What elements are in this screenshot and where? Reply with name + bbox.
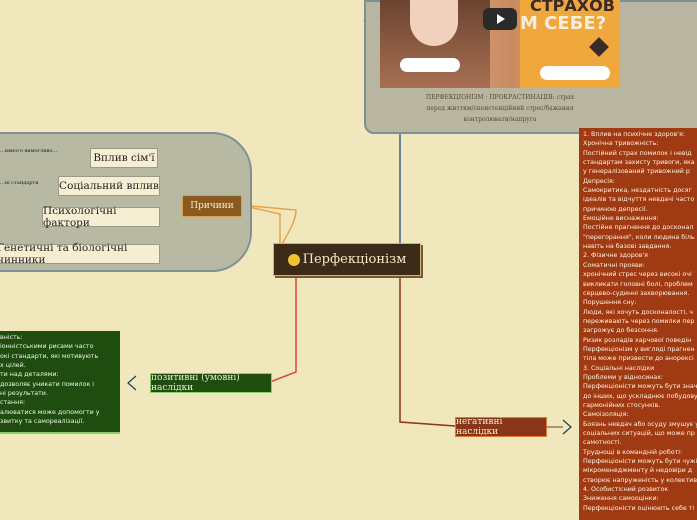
note-line: Постійний страх помилок і невід: [583, 149, 692, 157]
note-line: мікроменеджменту й недовіри д: [583, 467, 693, 475]
note-line: Люди, які хочуть досконалості, ч: [583, 308, 694, 316]
thumbnail-text-bottom: М СЕБЕ?: [520, 13, 607, 34]
note-line: у генералізований тривожний р: [583, 168, 690, 176]
note-line: навіть на базові завдання.: [583, 243, 672, 251]
note-line: створює напруженість у колективі: [583, 476, 697, 484]
note-line: до інших, що ускладнює побудову: [583, 392, 697, 400]
note-line: серцево-судинні захворювання.: [583, 289, 690, 297]
note-line: Перфекціоністи можуть бути значн: [583, 383, 697, 391]
caption-line: ПЕРФЕКЦІОНІЗМ · ПРОКРАСТИНАЦІЯ: страх: [425, 94, 575, 101]
note-line: Самоізоляція:: [583, 411, 629, 419]
note-line: Боязнь невдач або осуду змушує у: [583, 420, 697, 428]
positive-consequences-note: вність: іонністськими рисами часто окі с…: [0, 331, 120, 434]
note-line: 4. Особистісний розвиток: [583, 486, 669, 494]
note-line: Ризик розладів харчової поведін: [583, 336, 692, 344]
note-line: окі стандарти, які мотивують: [0, 352, 99, 360]
note-line: 3. Соціальні наслідки: [583, 364, 655, 372]
note-line: самотності.: [583, 439, 622, 447]
play-button[interactable]: [483, 8, 517, 30]
cause-genetic-factors[interactable]: Генетичні та біологічні чинники: [0, 242, 160, 266]
negative-consequences-note: 1. Вплив на психічне здоров'я: Хронічна …: [579, 128, 697, 520]
note-line: звитку та самореалізації.: [0, 418, 85, 426]
note-line: Соматичні прояви:: [583, 261, 645, 269]
note-line: причиною депресії.: [583, 205, 648, 213]
note-line: Перфекціоністи можуть бути чужі: [583, 458, 697, 466]
note-line: ти над деталями:: [0, 371, 59, 379]
thumbnail-face: [410, 0, 458, 46]
note-line: вність:: [0, 334, 23, 341]
note-line: хронічний стрес через високі очі: [583, 271, 692, 279]
note-line: Труднощі в командній роботі:: [583, 448, 683, 456]
note-line: Депресія:: [583, 177, 615, 185]
video-caption: ПЕРФЕКЦІОНІЗМ · ПРОКРАСТИНАЦІЯ: страх пе…: [395, 92, 605, 125]
cause-social-influence[interactable]: Соціальний вплив: [58, 176, 160, 196]
note-line: Самокритика, нездатність досяг: [583, 187, 692, 195]
branch-negative-consequences[interactable]: негативні наслідки: [455, 417, 547, 437]
central-topic-label: Перфекціонізм: [302, 252, 407, 267]
note-line: Постійне прагнення до досконал: [583, 224, 694, 232]
caption-line: контролювати/напруга: [463, 116, 537, 123]
note-line: соціальних ситуацій, що може пр: [583, 430, 695, 437]
central-topic[interactable]: Перфекціонізм: [273, 243, 421, 276]
note-line: стання:: [0, 399, 26, 407]
note-line: Перфекціонізм у вигляді прагнен: [583, 345, 695, 353]
note-line: загрожує до безсоння.: [583, 327, 659, 335]
note-line: викликати головні болі, проблем: [583, 280, 693, 288]
note-line: 1. Вплив на психічне здоров'я:: [583, 131, 685, 138]
cause-subnote: ...ні стандарти: [0, 180, 39, 186]
note-line: стандартам захисту тривоги, яка: [583, 159, 695, 167]
branch-causes[interactable]: Причини: [182, 195, 242, 217]
thumbnail-text-top: СТРАХОВ: [530, 0, 615, 15]
note-line: х цілей.: [0, 362, 26, 370]
note-line: дозволяє уникати помилок і: [0, 380, 94, 388]
note-line: тіла може призвести до анорексі: [583, 355, 694, 363]
cause-psychological-factors[interactable]: Психологічні фактори: [42, 205, 160, 229]
note-line: Перфекціоністи оцінюють себе ті: [583, 504, 695, 512]
play-icon: [497, 14, 505, 24]
note-line: ідеалів та відчуття невдачі часто: [583, 196, 695, 204]
caption-line: перед життям/скеистенційний стрес/бажанн…: [426, 105, 574, 112]
cause-subnote: ...ивного вимогливо...: [0, 148, 58, 154]
note-line: алюватися може допомогти у: [0, 408, 100, 416]
note-line: іонністськими рисами часто: [0, 343, 94, 351]
note-line: ні результати.: [0, 390, 48, 398]
note-line: Емоційне виснаження:: [583, 215, 659, 223]
cloud-icon: [540, 66, 610, 80]
worried-face-icon: [287, 253, 300, 266]
note-line: 2. Фізичне здоров'я: [583, 252, 648, 260]
cause-family-influence[interactable]: Вплив сім'ї: [90, 148, 158, 168]
note-line: Порушення сну:: [583, 299, 637, 307]
note-line: "перегорання", коли людина біль: [583, 233, 695, 241]
note-line: переживають через помилки пер: [583, 317, 695, 325]
note-line: Хронічна тривожність:: [583, 140, 659, 148]
note-line: Проблеми у відносинах:: [583, 373, 664, 381]
note-line: Зниження самооцінки:: [583, 495, 659, 503]
cloud-icon: [400, 58, 460, 72]
branch-positive-consequences[interactable]: позитивні (умовні) наслідки: [150, 373, 272, 393]
note-line: гармонійних стосунків.: [583, 401, 661, 409]
